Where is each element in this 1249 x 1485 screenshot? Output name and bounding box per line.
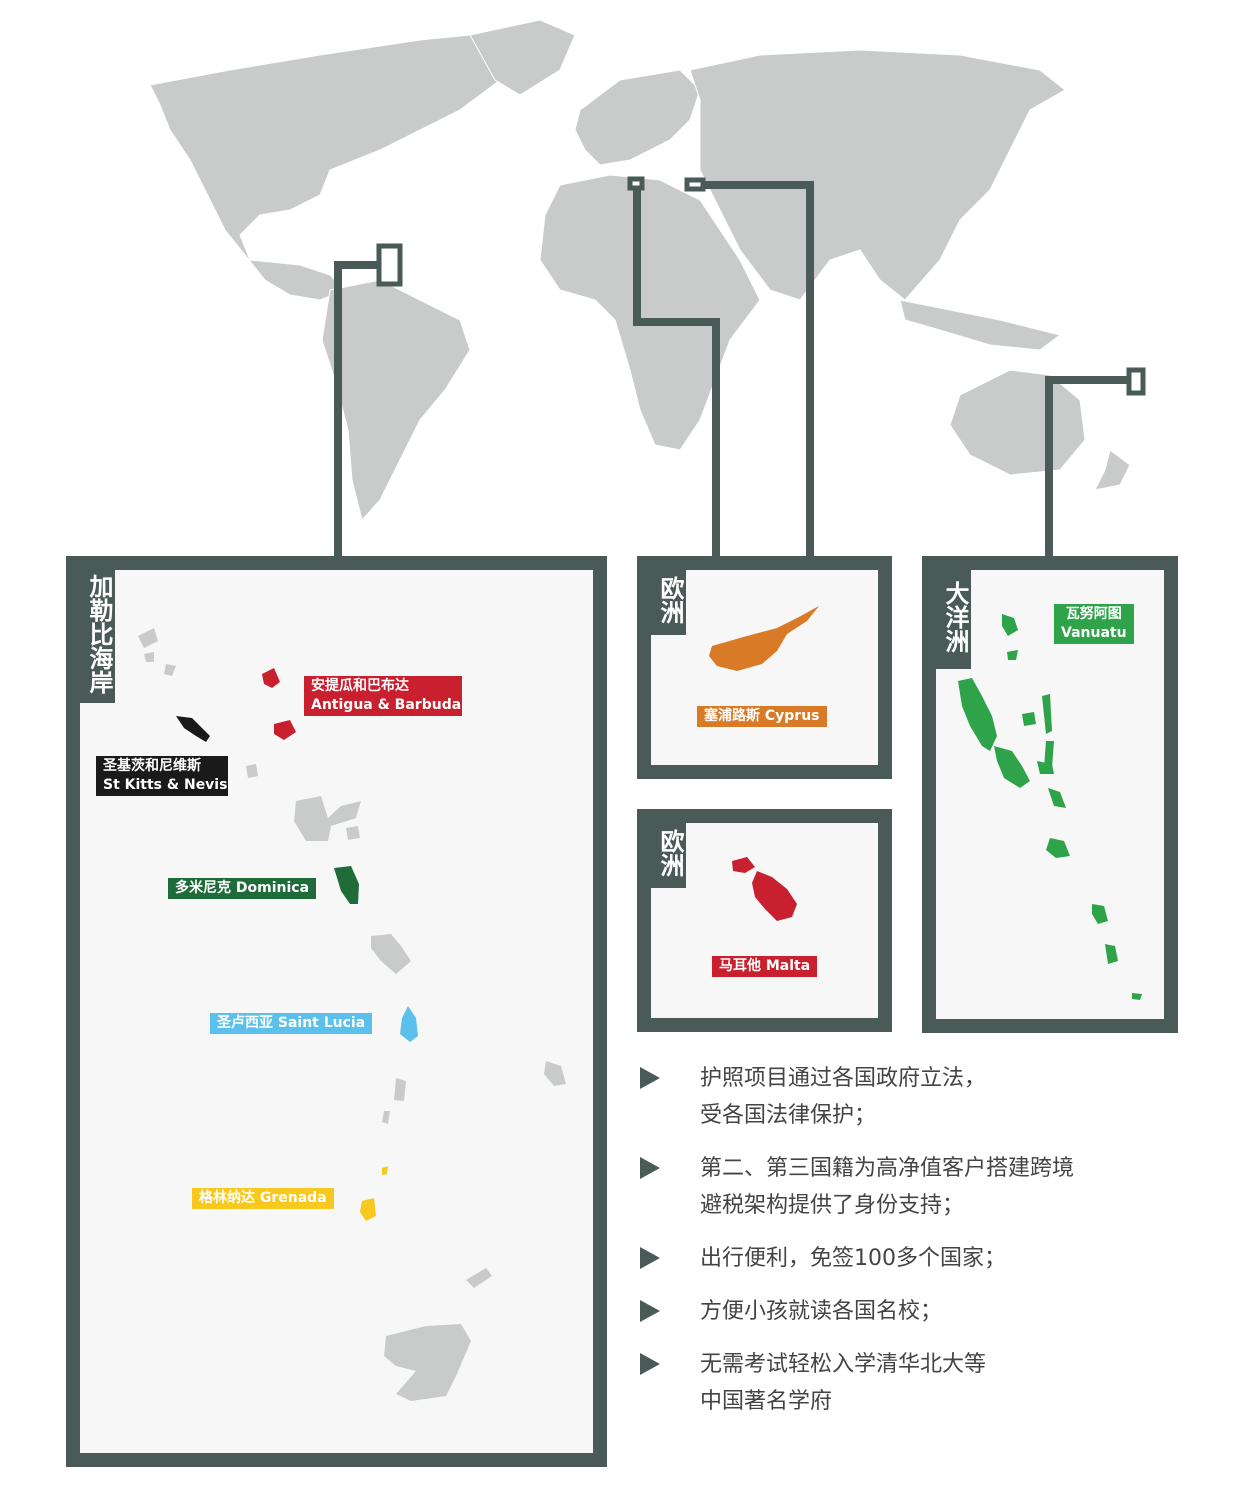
antigua-label-en: Antigua & Barbuda — [311, 697, 462, 713]
island-guadeloupe — [294, 796, 361, 841]
vanuatu-panel: 大洋洲 — [922, 556, 1178, 1033]
vanuatu-label: 瓦努阿图 Vanuatu — [1054, 604, 1134, 644]
island-cyprus — [709, 606, 819, 671]
island-antigua — [262, 668, 280, 688]
island-small-1 — [144, 652, 154, 662]
world-map — [149, 19, 1146, 558]
cyprus-label: 塞浦路斯 Cyprus — [697, 706, 827, 727]
island-anguilla — [138, 628, 158, 648]
caribbean-connector — [334, 261, 380, 558]
island-epi — [1048, 788, 1066, 808]
cyprus-map — [709, 606, 819, 671]
island-malta — [752, 871, 797, 921]
south-america-landmass — [321, 279, 471, 522]
island-torres — [1002, 614, 1018, 636]
benefit-item-5: 无需考试轻松入学清华北大等 中国著名学府 — [640, 1346, 1200, 1420]
cyprus-connector — [705, 181, 814, 558]
australia-landmass — [949, 369, 1086, 476]
benefit-item-1: 护照项目通过各国政府立法， 受各国法律保护； — [640, 1060, 1200, 1134]
island-gozo — [732, 857, 755, 873]
island-espiritu-santo — [958, 678, 997, 751]
island-st-kitts-nevis — [176, 716, 210, 742]
benefit-item-2: 第二、第三国籍为高净值客户搭建跨境 避税架构提供了身份支持； — [640, 1150, 1200, 1224]
dominica-label: 多米尼克 Dominica — [168, 878, 317, 899]
africa-landmass — [539, 174, 761, 451]
island-martinique — [371, 934, 411, 974]
island-malekula — [994, 746, 1030, 788]
island-montserrat — [246, 764, 258, 778]
antigua-label-zh: 安提瓜和巴布达 — [311, 678, 409, 694]
benefit-item-3: 出行便利，免签100多个国家； — [640, 1240, 1200, 1277]
island-erromango — [1092, 904, 1108, 924]
island-banks — [1007, 650, 1018, 660]
island-tobago — [466, 1268, 492, 1288]
island-grenada — [360, 1198, 376, 1221]
island-ambae — [1022, 712, 1036, 726]
triangle-bullet-icon — [640, 1300, 660, 1322]
europe-bottom-region-tab: 欧洲 — [650, 822, 686, 888]
island-barbados — [544, 1061, 566, 1086]
triangle-bullet-icon — [640, 1067, 660, 1089]
triangle-bullet-icon — [640, 1247, 660, 1269]
caribbean-islands-map — [138, 628, 566, 1401]
malta-map — [732, 857, 797, 921]
island-ambrym — [1037, 761, 1054, 774]
benefit-1-line2: 受各国法律保护； — [700, 1103, 877, 1128]
island-barbuda — [274, 720, 296, 740]
island-trinidad — [384, 1324, 471, 1401]
island-st-vincent — [394, 1078, 406, 1101]
island-marie-galante — [346, 826, 360, 840]
island-aneityum — [1132, 993, 1142, 1000]
oceania-region-tab: 大洋洲 — [935, 569, 971, 669]
island-st-lucia — [400, 1006, 418, 1042]
island-maewo — [1042, 694, 1052, 734]
island-tanna — [1105, 944, 1118, 964]
greenland-landmass — [469, 19, 576, 96]
new-zealand-landmass — [1094, 449, 1131, 491]
benefits-list: 护照项目通过各国政府立法， 受各国法律保护； 第二、第三国籍为高净值客户搭建跨境… — [640, 1060, 1200, 1436]
benefit-5-line2: 中国著名学府 — [700, 1389, 833, 1414]
malta-connector — [633, 190, 720, 558]
island-efate — [1046, 838, 1070, 858]
benefit-3-line1: 出行便利，免签100多个国家； — [700, 1246, 1006, 1271]
benefit-2-line1: 第二、第三国籍为高净值客户搭建跨境 — [700, 1156, 1075, 1181]
benefit-5-line1: 无需考试轻松入学清华北大等 — [700, 1352, 987, 1377]
malta-label: 马耳他 Malta — [712, 956, 818, 977]
benefit-2-line2: 避税架构提供了身份支持； — [700, 1193, 965, 1218]
stlucia-label: 圣卢西亚 Saint Lucia — [210, 1013, 373, 1034]
island-grenada-small — [382, 1166, 388, 1175]
vanuatu-marker — [1126, 367, 1146, 396]
vanuatu-map — [958, 614, 1142, 1000]
southeast-asia-islands — [899, 299, 1062, 351]
malta-marker — [627, 176, 645, 191]
island-pentecost — [1044, 741, 1054, 768]
asia-landmass — [689, 49, 1066, 301]
cyprus-panel: 欧洲 — [637, 556, 892, 779]
grenada-label: 格林纳达 Grenada — [192, 1188, 334, 1209]
antigua-label: 安提瓜和巴布达 Antigua & Barbuda — [304, 676, 462, 716]
malta-panel: 欧洲 — [637, 809, 892, 1032]
stkitts-label-zh: 圣基茨和尼维斯 — [103, 758, 201, 774]
stkitts-label: 圣基茨和尼维斯 St Kitts & Nevis — [96, 756, 228, 796]
cyprus-marker — [684, 177, 706, 192]
benefit-item-4: 方便小孩就读各国名校； — [640, 1293, 1200, 1330]
caribbean-region-tab: 加勒比海岸 — [79, 569, 115, 703]
caribbean-marker — [376, 243, 403, 287]
benefit-4-line1: 方便小孩就读各国名校； — [700, 1299, 943, 1324]
benefit-1-line1: 护照项目通过各国政府立法， — [700, 1066, 987, 1091]
island-dominica — [334, 866, 359, 904]
vanuatu-label-zh: 瓦努阿图 — [1065, 606, 1122, 622]
triangle-bullet-icon — [640, 1353, 660, 1375]
island-small-2 — [164, 664, 176, 676]
stkitts-label-en: St Kitts & Nevis — [103, 777, 228, 793]
vanuatu-label-en: Vanuatu — [1061, 625, 1127, 641]
vanuatu-connector — [1045, 376, 1130, 558]
triangle-bullet-icon — [640, 1157, 660, 1179]
europe-landmass — [574, 69, 701, 166]
island-grenadines — [382, 1111, 390, 1124]
europe-top-region-tab: 欧洲 — [650, 569, 686, 635]
